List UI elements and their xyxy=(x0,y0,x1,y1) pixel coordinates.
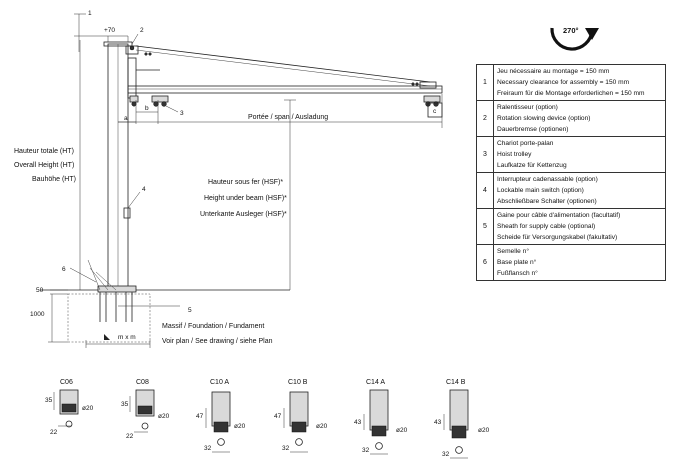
trolley-detail-c14b: C14 B 43 32 ø20 xyxy=(434,379,490,459)
foundation-see-drawing: Voir plan / See drawing / siehe Plan xyxy=(162,338,273,345)
legend-number-2: 2 xyxy=(476,100,494,137)
height-under-beam-fr: Hauteur sous fer (HSF)* xyxy=(208,179,283,186)
legend-number-5: 5 xyxy=(476,208,494,245)
dim-mxm: m x m xyxy=(118,334,136,341)
legend-row-2: 2 Ralentisseur (option) Rotation slowing… xyxy=(476,100,666,137)
svg-text:32: 32 xyxy=(282,445,290,452)
trolley-detail-c14a: C14 A 43 32 ø20 xyxy=(354,379,408,455)
legend-row-3: 3 Chariot porte-palan Hoist trolley Lauf… xyxy=(476,136,666,173)
top-dimension: +70 xyxy=(104,27,115,34)
jib-arm xyxy=(127,85,443,94)
dim-a: a xyxy=(124,115,128,122)
trolley-detail-c10a: C10 A 47 32 ø20 xyxy=(196,379,246,453)
svg-text:22: 22 xyxy=(126,433,134,440)
svg-text:ø20: ø20 xyxy=(82,405,94,412)
legend-row-1: 1 Jeu nécessaire au montage = 150 mm Nec… xyxy=(476,64,666,101)
callout-3: 3 xyxy=(180,110,184,117)
trolley-title-c10b: C10 B xyxy=(288,379,308,386)
height-under-beam-en: Height under beam (HSF)* xyxy=(204,195,287,202)
legend-table: 1 Jeu nécessaire au montage = 150 mm Nec… xyxy=(476,64,666,281)
dim-50: 50 xyxy=(36,287,44,294)
svg-text:35: 35 xyxy=(121,401,129,408)
lockable-switch xyxy=(123,207,131,219)
legend-row-6: 6 Semelle n° Base plate n° Fußflansch n° xyxy=(476,244,666,281)
callout-2: 2 xyxy=(140,27,144,34)
legend-number-1: 1 xyxy=(476,64,494,101)
rotation-label: 270° xyxy=(563,26,579,35)
dim-b: b xyxy=(145,105,149,112)
callout-1: 1 xyxy=(88,10,92,17)
callout-6: 6 xyxy=(62,266,66,273)
svg-text:32: 32 xyxy=(442,451,450,458)
legend-row-4: 4 Interrupteur cadenassable (option) Loc… xyxy=(476,172,666,209)
dim-c: c xyxy=(433,108,437,115)
trolley-detail-c06: C06 35 22 ø20 xyxy=(45,379,94,436)
tie-rod xyxy=(135,45,431,83)
trolley-title-c10a: C10 A xyxy=(210,379,229,386)
height-total-fr: Hauteur totale (HT) xyxy=(14,148,74,155)
hoist-trolley-right xyxy=(423,95,441,107)
trolley-title-c08: C08 xyxy=(136,379,149,386)
legend-number-3: 3 xyxy=(476,136,494,173)
span-label: Portée / span / Ausladung xyxy=(248,114,328,121)
legend-number-6: 6 xyxy=(476,244,494,281)
trolley-detail-c08: C08 35 22 ø20 xyxy=(121,379,170,440)
svg-text:32: 32 xyxy=(362,447,370,454)
svg-text:ø20: ø20 xyxy=(478,427,490,434)
height-total-en: Overall Height (HT) xyxy=(14,162,74,169)
foundation-label: Massif / Foundation / Fundament xyxy=(162,323,264,330)
svg-text:47: 47 xyxy=(196,413,204,420)
height-total-de: Bauhöhe (HT) xyxy=(32,176,76,183)
svg-text:22: 22 xyxy=(50,429,58,436)
svg-text:ø20: ø20 xyxy=(158,413,170,420)
legend-row-5: 5 Gaine pour câble d'alimentation (facul… xyxy=(476,208,666,245)
rotation-270-icon: 270° xyxy=(550,26,599,51)
foundation-block xyxy=(67,293,151,343)
svg-text:35: 35 xyxy=(45,397,53,404)
svg-text:32: 32 xyxy=(204,445,212,452)
callout-4: 4 xyxy=(142,186,146,193)
trolley-title-c14a: C14 A xyxy=(366,379,385,386)
svg-text:43: 43 xyxy=(354,419,362,426)
hoist-trolley-left xyxy=(129,95,169,107)
height-under-beam-de: Unterkante Ausleger (HSF)* xyxy=(200,211,287,218)
svg-text:43: 43 xyxy=(434,419,442,426)
dim-1000: 1000 xyxy=(30,311,45,318)
callout-5: 5 xyxy=(188,307,192,314)
svg-text:ø20: ø20 xyxy=(234,423,246,430)
trolley-detail-c10b: C10 B 47 32 ø20 xyxy=(274,379,328,453)
svg-text:47: 47 xyxy=(274,413,282,420)
svg-text:ø20: ø20 xyxy=(396,427,408,434)
svg-text:ø20: ø20 xyxy=(316,423,328,430)
trolley-title-c06: C06 xyxy=(60,379,73,386)
trolley-title-c14b: C14 B xyxy=(446,379,466,386)
legend-number-4: 4 xyxy=(476,172,494,209)
